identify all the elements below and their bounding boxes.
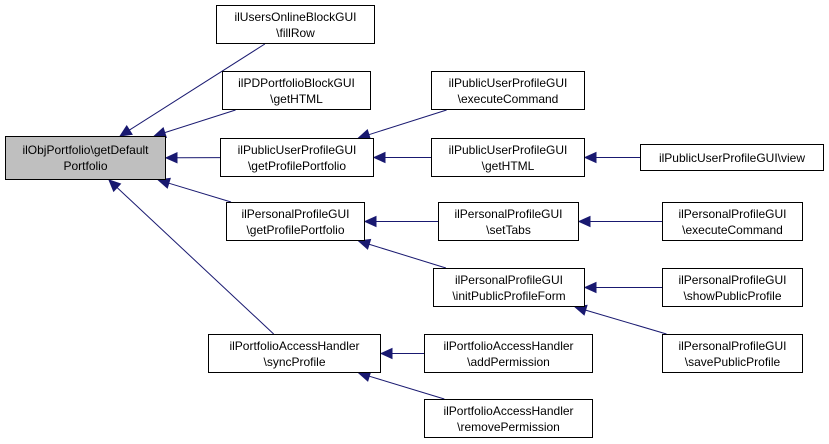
node-ilpublicuserprofilegui-getprofileportfolio[interactable]: ilPublicUserProfileGUI \getProfilePortfo… <box>220 138 374 177</box>
node-line2: \getHTML <box>481 158 535 173</box>
edge-arrowhead-n12-to-n7 <box>583 151 597 164</box>
node-line1: ilPersonalProfileGUI <box>241 206 350 221</box>
edge-arrowhead-n7-to-n3 <box>372 151 386 164</box>
node-ilpdportfolioblockgui-gethtml[interactable]: ilPDPortfolioBlockGUI \getHTML <box>222 71 371 110</box>
node-line2: \fillRow <box>276 25 315 40</box>
node-line2: \initPublicProfileForm <box>452 288 566 303</box>
node-line1: ilPublicUserProfileGUI <box>237 142 357 157</box>
node-line1: ilPublicUserProfileGUI <box>448 75 568 90</box>
node-ilpersonalprofilegui-getprofileportfolio[interactable]: ilPersonalProfileGUI \getProfilePortfoli… <box>226 202 365 241</box>
edge-n1-to-root <box>129 43 266 131</box>
node-line1: ilPublicUserProfileGUI <box>448 142 568 157</box>
node-ilpersonalprofilegui-executecommand[interactable]: ilPersonalProfileGUI \executeCommand <box>662 202 803 241</box>
edge-arrowhead-n10-to-n5 <box>379 347 393 360</box>
edge-arrowhead-n5-to-root <box>108 179 122 193</box>
node-line1: ilPersonalProfileGUI <box>678 206 787 221</box>
node-line2: \getProfilePortfolio <box>246 222 345 237</box>
edge-arrowhead-n1-to-root <box>119 124 133 137</box>
node-ilpersonalprofilegui-initpublicprofileform[interactable]: ilPersonalProfileGUI \initPublicProfileF… <box>433 268 585 307</box>
node-ilpublicuserprofilegui-view[interactable]: ilPublicUserProfileGUI\view <box>640 144 824 171</box>
node-line2: \executeCommand <box>682 222 783 237</box>
node-line2: \showPublicProfile <box>683 288 782 303</box>
edge-n2-to-root <box>164 109 236 134</box>
node-ilpublicuserprofilegui-executecommand[interactable]: ilPublicUserProfileGUI \executeCommand <box>431 71 585 110</box>
node-line2: \savePublicProfile <box>684 354 781 369</box>
edge-arrowhead-n8-to-n4 <box>363 215 377 228</box>
node-ilobjportfolio-getdefaultportfolio: ilObjPortfolio\getDefault Portfolio <box>5 136 166 180</box>
node-ilpersonalprofilegui-savepublicprofile[interactable]: ilPersonalProfileGUI \savePublicProfile <box>662 334 803 373</box>
edge-n15-to-n9 <box>585 309 667 335</box>
edge-arrowhead-n3-to-root <box>164 152 178 164</box>
edge-n9-to-n4 <box>368 243 447 269</box>
node-line1: ilPDPortfolioBlockGUI <box>238 75 355 90</box>
edge-n6-to-n3 <box>368 109 447 136</box>
node-line1: ilPortfolioAccessHandler <box>229 338 360 353</box>
node-line2: \getProfilePortfolio <box>247 158 347 173</box>
node-line2: \addPermission <box>467 354 550 369</box>
node-line2: \setTabs <box>486 222 531 237</box>
node-line1: ilPortfolioAccessHandler <box>443 338 574 353</box>
node-line1: ilPersonalProfileGUI <box>678 272 787 287</box>
edge-n5-to-root <box>116 187 274 335</box>
node-line2: Portfolio <box>63 159 108 173</box>
node-ilpublicuserprofilegui-gethtml[interactable]: ilPublicUserProfileGUI \getHTML <box>431 138 585 177</box>
edge-n4-to-root <box>168 182 232 203</box>
node-ilportfolioaccesshandler-addpermission[interactable]: ilPortfolioAccessHandler \addPermission <box>424 334 593 373</box>
edge-arrowhead-n14-to-n9 <box>583 281 597 294</box>
edge-n11-to-n5 <box>369 375 445 400</box>
node-line2: \getHTML <box>270 91 323 106</box>
edge-arrowhead-n13-to-n8 <box>577 215 591 228</box>
node-line1: ilPersonalProfileGUI <box>678 338 787 353</box>
node-ilpersonalprofilegui-settabs[interactable]: ilPersonalProfileGUI \setTabs <box>438 202 579 241</box>
node-ilpersonalprofilegui-showpublicprofile[interactable]: ilPersonalProfileGUI \showPublicProfile <box>662 268 803 307</box>
node-line1: ilObjPortfolio\getDefault <box>22 143 149 157</box>
node-line1: ilUsersOnlineBlockGUI <box>234 9 357 24</box>
node-line2: \removePermission <box>457 419 560 434</box>
node-line1: ilPublicUserProfileGUI\view <box>658 150 806 165</box>
node-ilportfolioaccesshandler-syncprofile[interactable]: ilPortfolioAccessHandler \syncProfile <box>208 334 381 373</box>
node-line1: ilPortfolioAccessHandler <box>443 403 574 418</box>
node-ilusersonlineblockgui-fillrow[interactable]: ilUsersOnlineBlockGUI \fillRow <box>216 5 375 44</box>
node-ilportfolioaccesshandler-removepermission[interactable]: ilPortfolioAccessHandler \removePermissi… <box>424 399 593 438</box>
node-line2: \syncProfile <box>263 354 326 369</box>
node-line1: ilPersonalProfileGUI <box>454 272 564 287</box>
node-line1: ilPersonalProfileGUI <box>454 206 563 221</box>
node-line2: \executeCommand <box>457 91 559 106</box>
